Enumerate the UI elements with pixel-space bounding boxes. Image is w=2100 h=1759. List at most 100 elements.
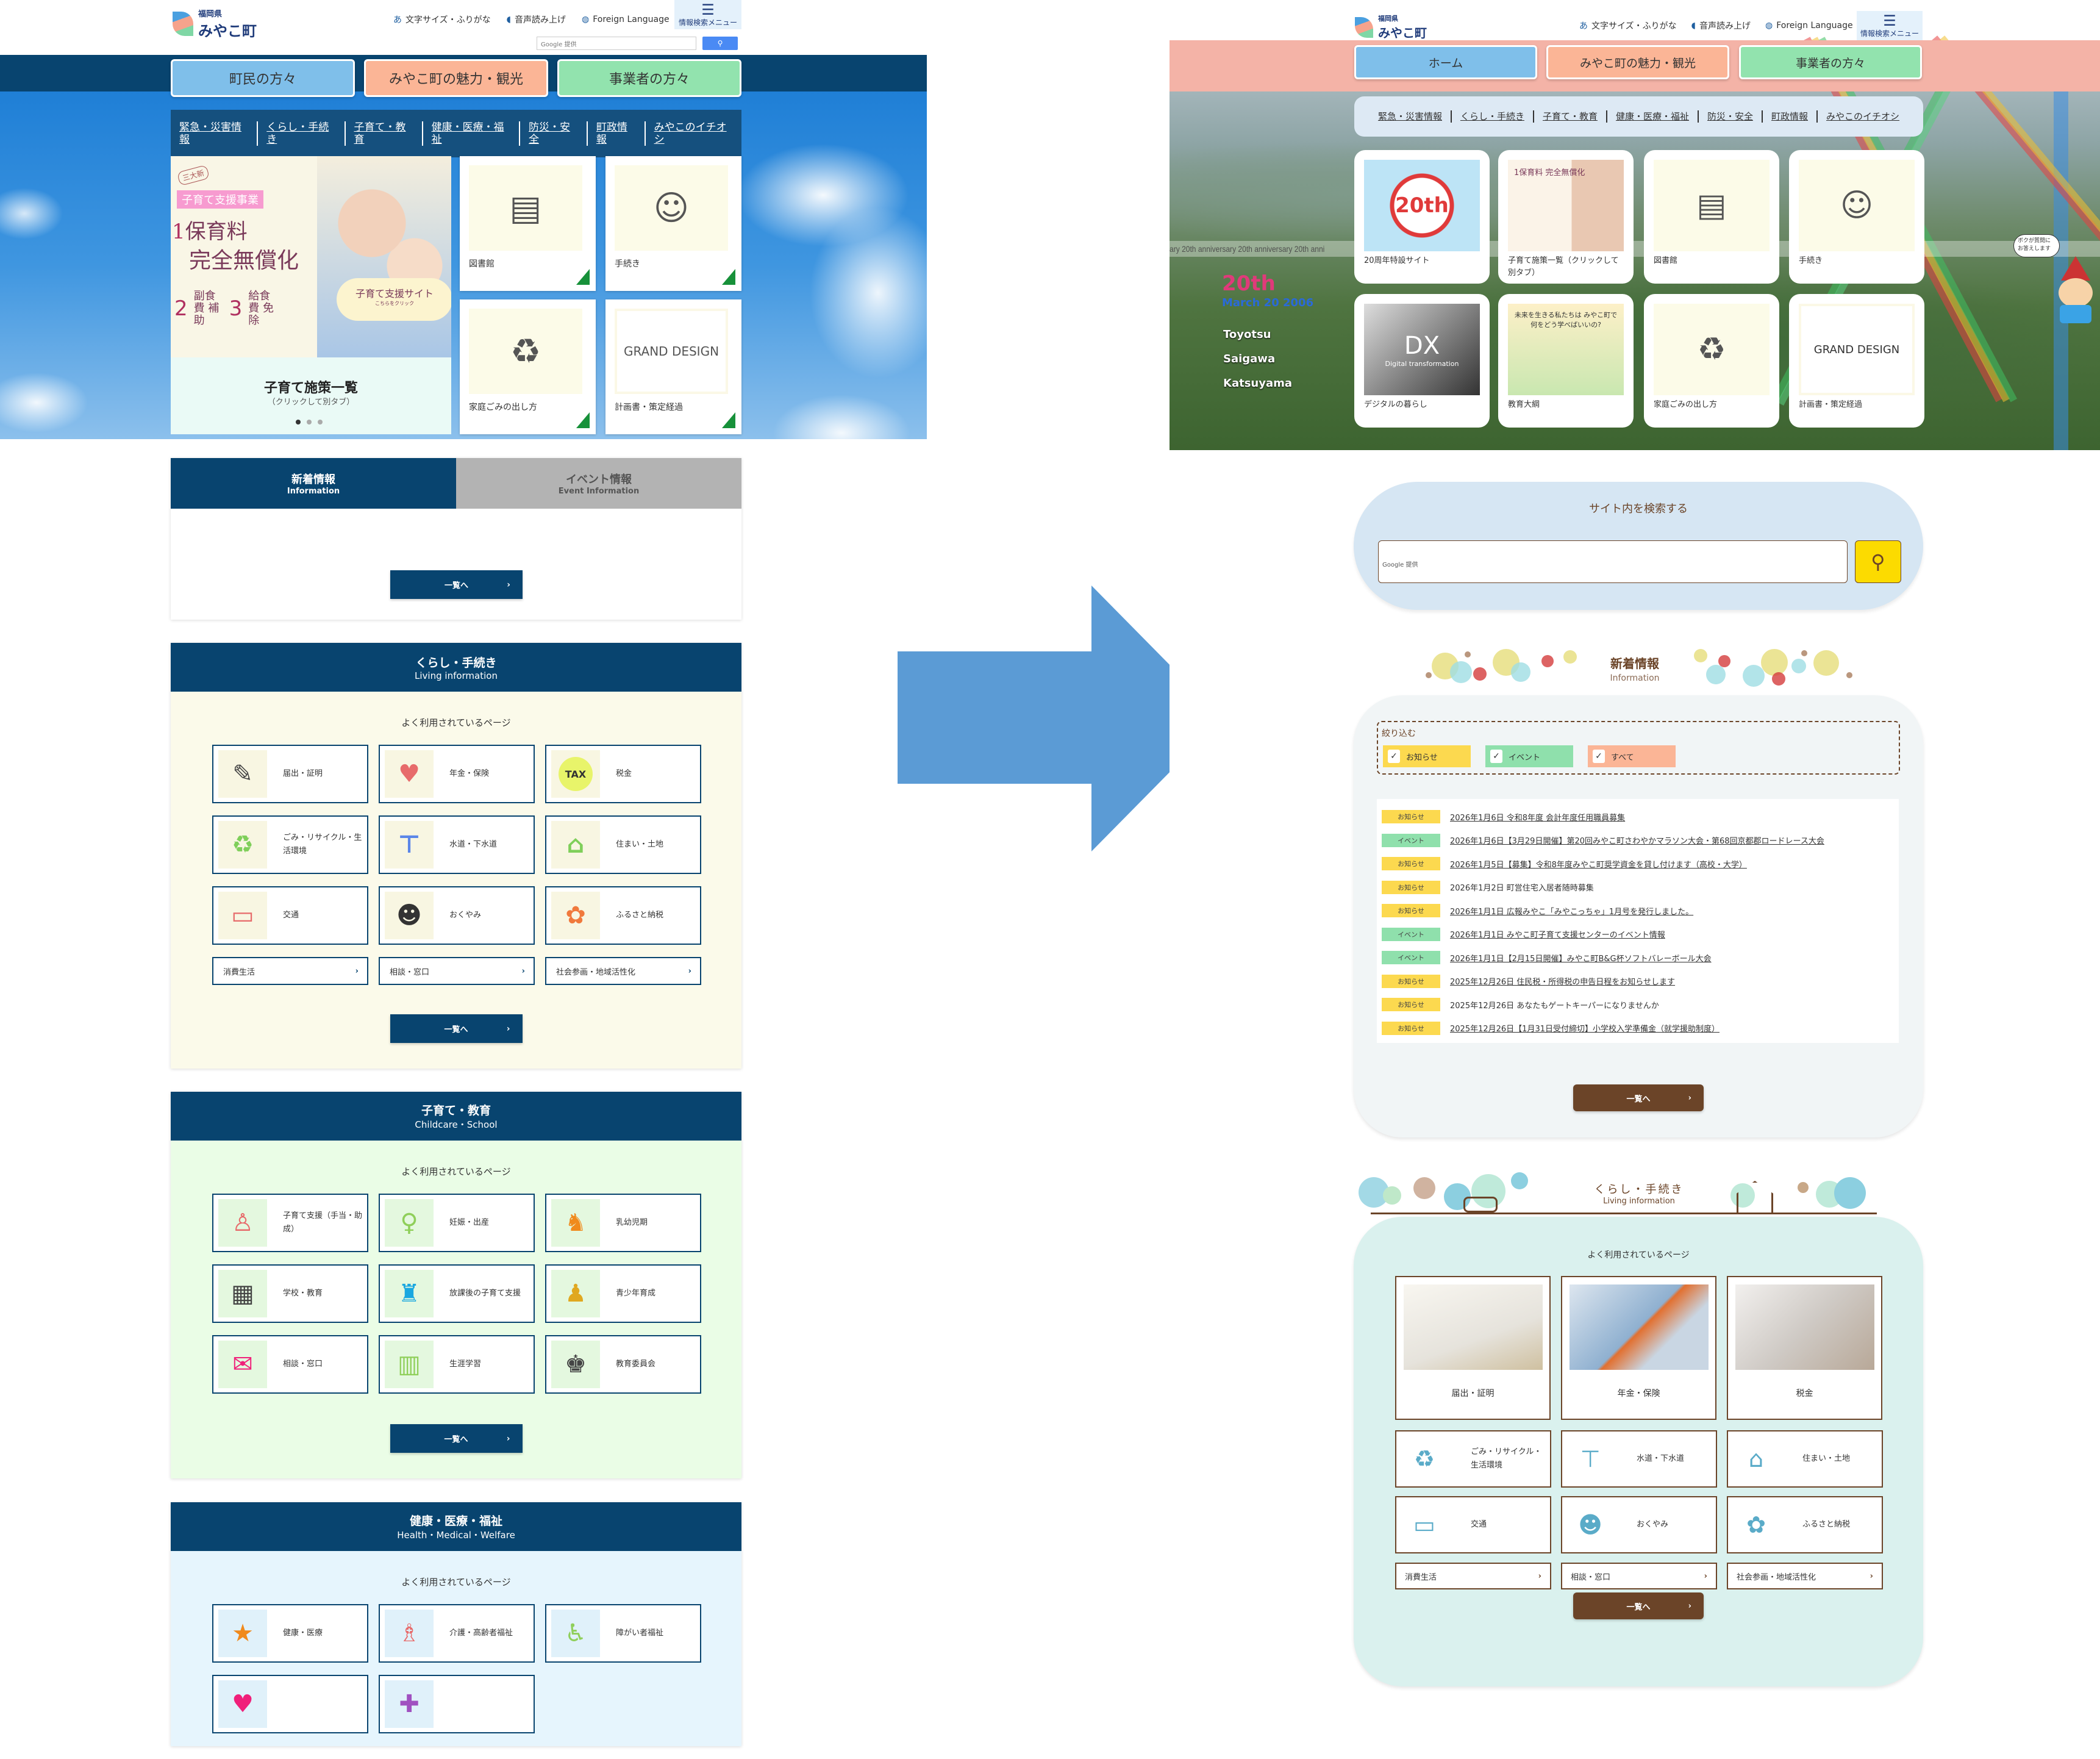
utility-link[interactable]: ◖音声読み上げ: [1691, 20, 1751, 32]
nav-link[interactable]: みやこのイチオシ: [1826, 111, 1900, 122]
category-card[interactable]: ♚教育委員会: [545, 1335, 701, 1394]
info-search-menu-button[interactable]: ☰ 情報検索メニュー: [1857, 11, 1923, 40]
tab-home[interactable]: ホーム: [1354, 45, 1537, 79]
tab-business[interactable]: 事業者の方々: [557, 59, 741, 97]
search-button[interactable]: ⚲: [1855, 540, 1901, 583]
news-link[interactable]: 2025年12月26日【1月31日受付締切】小学校入学準備金（就学援助制度）: [1450, 1025, 1720, 1034]
utility-link[interactable]: あ文字サイズ・ふりがな: [1579, 20, 1677, 32]
search-input[interactable]: Google 提供: [1378, 540, 1848, 583]
category-card[interactable]: ♥年金・保険: [379, 745, 535, 803]
info-search-menu-button[interactable]: ☰ 情報検索メニュー: [674, 0, 741, 29]
category-card[interactable]: ✿ふるさと納税: [545, 886, 701, 945]
search-input[interactable]: Google 提供: [537, 37, 696, 50]
feature-card[interactable]: 1保育料 完全無償化子育て施策一覧（クリックして別タブ）: [1498, 150, 1634, 284]
photo-card[interactable]: 税金: [1727, 1276, 1882, 1420]
feature-card[interactable]: ☺手続き: [1789, 150, 1924, 284]
category-card[interactable]: ✚: [379, 1675, 535, 1733]
nav-link[interactable]: 子育て・教育: [1534, 110, 1607, 123]
nav-link[interactable]: 健康・医療・福祉: [423, 121, 520, 146]
utility-link[interactable]: ◖音声読み上げ: [507, 13, 566, 26]
mascot-speech-bubble[interactable]: ボクが質問にお答えします: [2013, 234, 2060, 257]
category-card[interactable]: ✎届出・証明: [212, 745, 368, 803]
feature-card[interactable]: 未来を生きる私たちは みやこ町で 何をどう学べばいいの?教育大綱: [1498, 294, 1634, 428]
category-card[interactable]: ♗介護・高齢者福祉: [379, 1604, 535, 1663]
category-link[interactable]: 社会参画・地域活性化›: [545, 957, 701, 985]
feature-card[interactable]: ▤図書館: [1644, 150, 1779, 284]
photo-card[interactable]: 届出・証明: [1395, 1276, 1551, 1420]
category-card[interactable]: ⊤水道・下水道: [379, 815, 535, 874]
nav-link[interactable]: 緊急・災害情報: [171, 121, 259, 146]
utility-link[interactable]: ◍Foreign Language: [1765, 20, 1853, 32]
category-card[interactable]: ✉相談・窓口: [212, 1335, 368, 1394]
news-link[interactable]: 2026年1月5日【募集】令和8年度みやこ町奨学資金を貸し付けます（高校・大学）: [1450, 860, 1747, 870]
category-card[interactable]: ☻おくやみ: [379, 886, 535, 945]
utility-link[interactable]: ◍Foreign Language: [582, 13, 670, 26]
news-more-button[interactable]: 一覧へ›: [390, 570, 523, 599]
nav-link[interactable]: 防災・安全: [520, 121, 588, 146]
living-more-button[interactable]: 一覧へ›: [1573, 1592, 1704, 1619]
search-button[interactable]: ⚲: [702, 37, 738, 50]
category-card[interactable]: ♻ごみ・リサイクル・生活環境: [212, 815, 368, 874]
nav-link[interactable]: くらし・手続き: [1452, 110, 1534, 123]
news-link[interactable]: 2026年1月1日 みやこ町子育て支援センターのイベント情報: [1450, 931, 1665, 940]
category-card[interactable]: ▥生涯学習: [379, 1335, 535, 1394]
category-card[interactable]: ▭交通: [212, 886, 368, 945]
category-link[interactable]: 相談・窓口›: [379, 957, 535, 985]
category-link[interactable]: 社会参画・地域活性化›: [1727, 1563, 1883, 1589]
nav-link[interactable]: くらし・手続き: [258, 121, 346, 146]
category-card[interactable]: ♞乳幼児期: [545, 1194, 701, 1252]
nav-link[interactable]: 町政情報: [1763, 110, 1818, 123]
quick-tile[interactable]: ♻家庭ごみの出し方: [460, 299, 596, 434]
tab-tourism[interactable]: みやこ町の魅力・観光: [364, 59, 548, 97]
category-card[interactable]: ★健康・医療: [212, 1604, 368, 1663]
slide-dot[interactable]: [307, 420, 312, 425]
nav-link[interactable]: 健康・医療・福祉: [1607, 110, 1699, 123]
news-link[interactable]: 2026年1月1日 広報みやこ「みやこっちゃ」1月号を発行しました。: [1450, 907, 1694, 917]
section-more-button[interactable]: 一覧へ›: [390, 1014, 523, 1043]
nav-link[interactable]: 緊急・災害情報: [1370, 110, 1452, 123]
mascot-character-icon[interactable]: [2051, 256, 2100, 323]
quick-tile[interactable]: ☺手続き: [605, 156, 741, 291]
news-more-button[interactable]: 一覧へ›: [1573, 1084, 1704, 1111]
utility-link[interactable]: あ文字サイズ・ふりがな: [393, 13, 491, 26]
category-card[interactable]: ♀妊娠・出産: [379, 1194, 535, 1252]
news-link[interactable]: 2025年12月26日 住民税・所得税の申告日程をお知らせします: [1450, 978, 1676, 987]
category-card[interactable]: ☻おくやみ: [1561, 1496, 1717, 1553]
category-card[interactable]: ⌂住まい・土地: [545, 815, 701, 874]
category-card[interactable]: ♻ごみ・リサイクル・生活環境: [1395, 1430, 1551, 1488]
nav-link[interactable]: 町政情報: [588, 121, 646, 146]
slide-dot-active[interactable]: [296, 420, 301, 425]
category-link[interactable]: 消費生活›: [212, 957, 368, 985]
quick-tile[interactable]: ▤図書館: [460, 156, 596, 291]
filter-checkbox[interactable]: ✓すべて: [1588, 745, 1676, 767]
nav-link[interactable]: みやこのイチオシ: [654, 121, 727, 146]
category-card[interactable]: ♜放課後の子育て支援: [379, 1264, 535, 1323]
feature-card[interactable]: ♻家庭ごみの出し方: [1644, 294, 1779, 428]
news-link[interactable]: 2026年1月1日【2月15日開催】みやこ町B&G杯ソフトバレーボール大会: [1450, 954, 1712, 964]
tab-business[interactable]: 事業者の方々: [1739, 45, 1922, 79]
category-card[interactable]: ♿障がい者福祉: [545, 1604, 701, 1663]
section-more-button[interactable]: 一覧へ›: [390, 1424, 523, 1453]
site-logo[interactable]: 福岡県 みやこ町: [173, 7, 257, 40]
category-link[interactable]: 消費生活›: [1395, 1563, 1551, 1589]
news-link[interactable]: 2026年1月6日 令和8年度 会計年度任用職員募集: [1450, 813, 1626, 823]
photo-card[interactable]: 年金・保険: [1561, 1276, 1716, 1420]
support-site-bubble[interactable]: 子育て支援サイト こちらをクリック: [337, 278, 451, 321]
news-link[interactable]: 2026年1月6日【3月29日開催】第20回みやこ町さわやかマラソン大会・第68…: [1450, 837, 1824, 847]
tab-residents[interactable]: 町民の方々: [171, 59, 355, 97]
tab-tourism[interactable]: みやこ町の魅力・観光: [1546, 45, 1729, 79]
nav-link[interactable]: 子育て・教育: [346, 121, 423, 146]
site-logo[interactable]: 福岡県 みやこ町: [1355, 13, 1427, 41]
category-card[interactable]: ▭交通: [1395, 1496, 1551, 1553]
category-card[interactable]: ✿ふるさと納税: [1727, 1496, 1883, 1553]
category-card[interactable]: ♥: [212, 1675, 368, 1733]
category-card[interactable]: ⌂住まい・土地: [1727, 1430, 1883, 1488]
